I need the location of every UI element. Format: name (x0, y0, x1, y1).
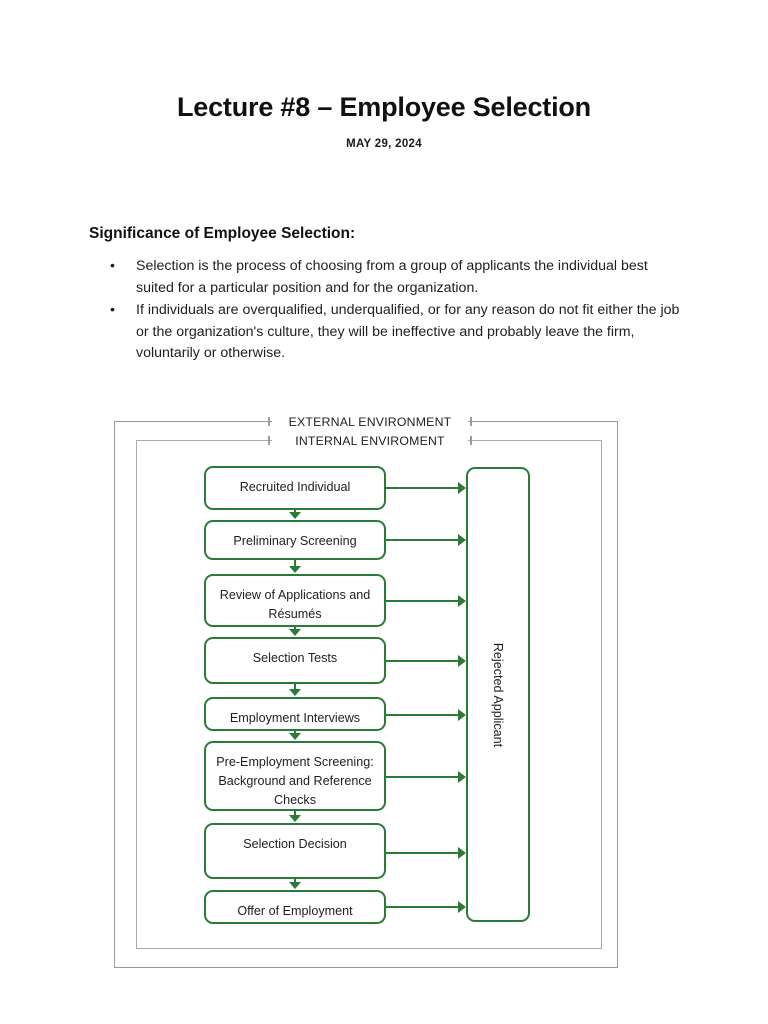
rejection-line-8 (386, 906, 460, 908)
rejection-line-4 (386, 660, 460, 662)
connector-arrow-5 (289, 733, 301, 740)
connector-arrow-1 (289, 512, 301, 519)
bullet-marker-icon: • (110, 302, 115, 318)
connector-arrow-6 (289, 815, 301, 822)
rejection-arrow-2 (458, 534, 466, 546)
rejection-line-5 (386, 714, 460, 716)
external-frame-tick-left (268, 417, 270, 426)
connector-arrow-7 (289, 882, 301, 889)
rejection-line-3 (386, 600, 460, 602)
page-date: MAY 29, 2024 (346, 138, 422, 150)
rejection-arrow-4 (458, 655, 466, 667)
rejected-applicant-box[interactable]: Rejected Applicant (466, 467, 530, 922)
internal-environment-label: INTERNAL ENVIROMENT (272, 433, 468, 449)
rejection-line-2 (386, 539, 460, 541)
external-frame-tick-right (470, 417, 472, 426)
rejection-line-1 (386, 487, 460, 489)
connector-line-2 (294, 560, 296, 566)
connector-arrow-2 (289, 566, 301, 573)
connector-line-5 (294, 731, 296, 734)
flow-step-recruited-individual[interactable]: Recruited Individual (204, 466, 386, 510)
external-environment-label: EXTERNAL ENVIRONMENT (272, 414, 468, 430)
rejection-arrow-8 (458, 901, 466, 913)
flow-step-pre-employment-screening[interactable]: Pre-Employment Screening: Background and… (204, 741, 386, 811)
connector-arrow-4 (289, 689, 301, 696)
bullet-marker-icon: • (110, 258, 115, 274)
rejection-arrow-7 (458, 847, 466, 859)
list-item-text: Selection is the process of choosing fro… (136, 258, 648, 296)
bullet-list: • Selection is the process of choosing f… (89, 256, 689, 366)
rejection-arrow-3 (458, 595, 466, 607)
rejection-arrow-6 (458, 771, 466, 783)
connector-line-3 (294, 627, 296, 630)
section-heading: Significance of Employee Selection: (89, 225, 356, 242)
connector-line-7 (294, 879, 296, 883)
connector-line-4 (294, 684, 296, 690)
list-item-text: If individuals are overqualified, underq… (136, 302, 680, 361)
flow-step-offer-of-employment[interactable]: Offer of Employment (204, 890, 386, 924)
connector-line-6 (294, 811, 296, 816)
flow-step-selection-decision[interactable]: Selection Decision (204, 823, 386, 879)
rejection-line-6 (386, 776, 460, 778)
rejection-arrow-5 (458, 709, 466, 721)
internal-frame-tick-left (268, 436, 270, 445)
rejected-applicant-label: Rejected Applicant (491, 642, 505, 747)
connector-arrow-3 (289, 629, 301, 636)
flow-step-review-applications[interactable]: Review of Applications and Résumés (204, 574, 386, 627)
page-title: Lecture #8 – Employee Selection (177, 92, 591, 122)
flow-step-selection-tests[interactable]: Selection Tests (204, 637, 386, 684)
flow-step-preliminary-screening[interactable]: Preliminary Screening (204, 520, 386, 560)
flow-step-employment-interviews[interactable]: Employment Interviews (204, 697, 386, 731)
list-item: • If individuals are overqualified, unde… (89, 300, 689, 365)
rejection-line-7 (386, 852, 460, 854)
list-item: • Selection is the process of choosing f… (89, 256, 689, 299)
internal-frame-tick-right (470, 436, 472, 445)
rejection-arrow-1 (458, 482, 466, 494)
